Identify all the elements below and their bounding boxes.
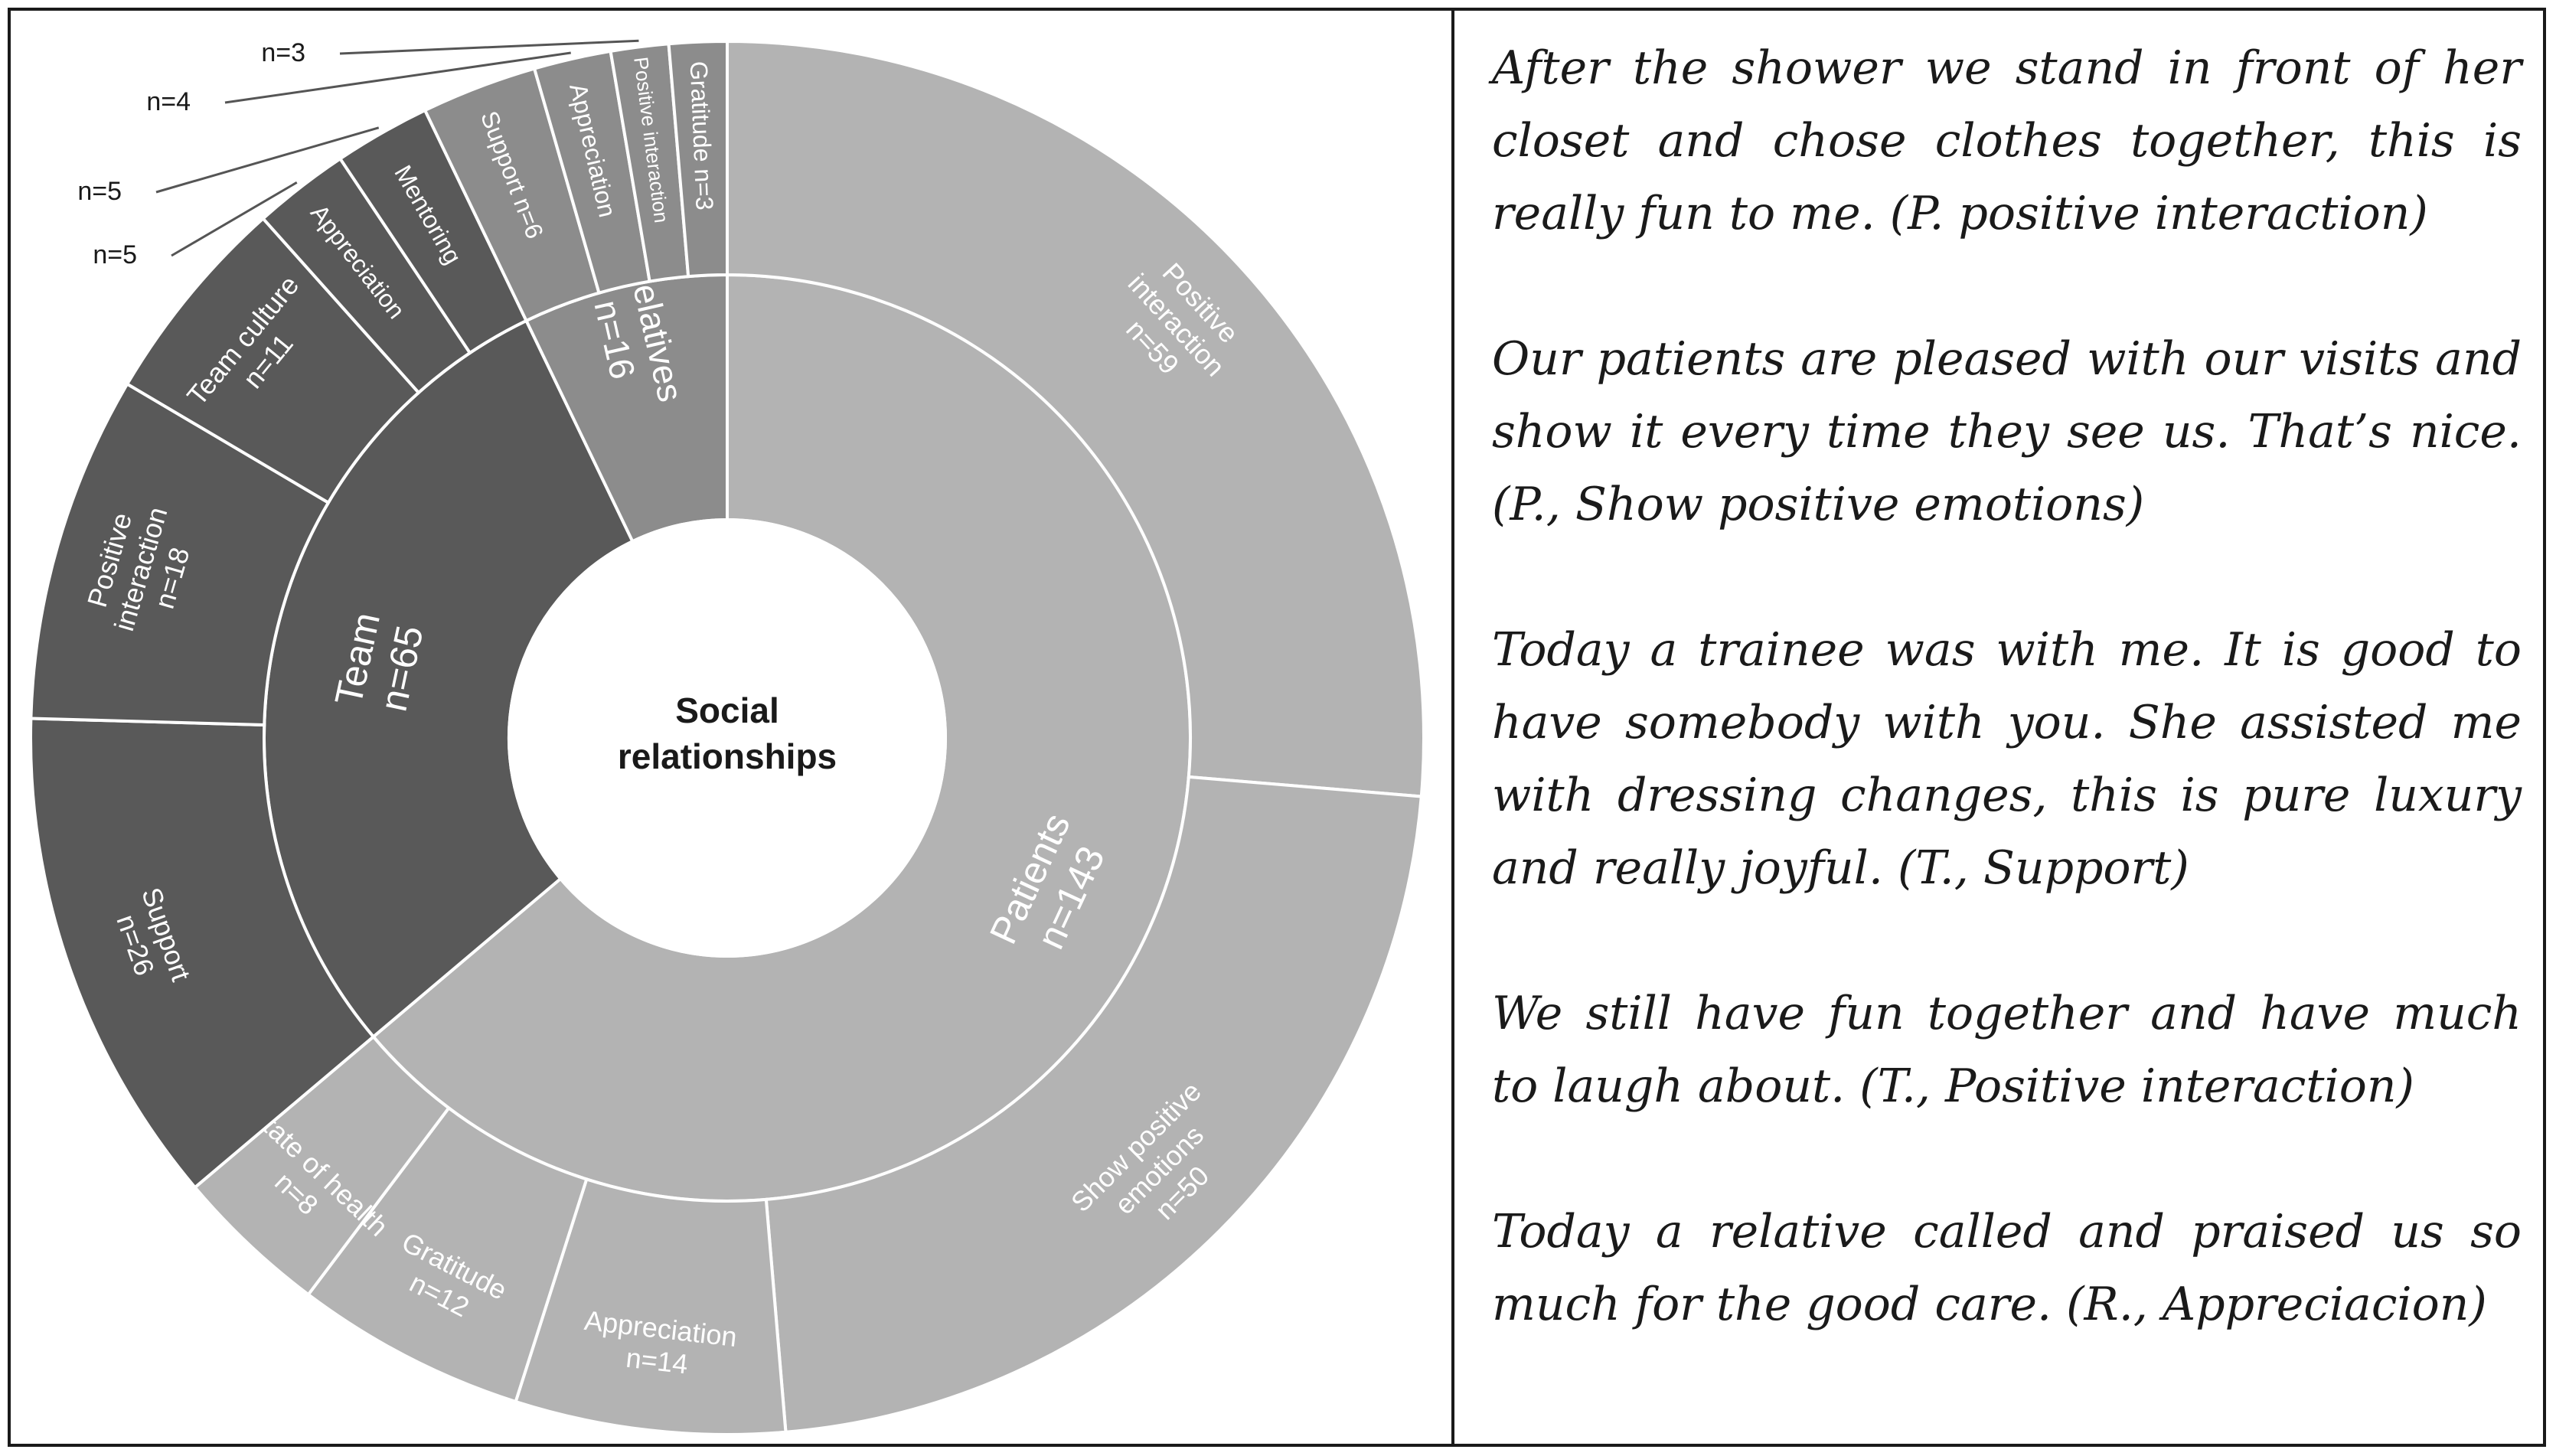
center-label-line-2: relationships (618, 736, 837, 776)
outer-label-14-line-1: Gratitude n=3 (685, 60, 719, 211)
quotes-panel: After the shower we stand in front of he… (1492, 32, 2522, 1341)
outer-segment-1 (726, 39, 1425, 798)
outer-label-14: Gratitude n=3 (685, 60, 719, 211)
center-label: Social relationships (618, 690, 837, 776)
center-label-line-1: Social (675, 690, 779, 730)
callout-label-9: n=5 (93, 240, 137, 269)
center-circle (508, 518, 947, 958)
panel-divider (1451, 11, 1454, 1444)
quote-1: After the shower we stand in front of he… (1492, 41, 2522, 240)
quote-4: We still have fun together and have much… (1492, 987, 2522, 1113)
callout-line-13 (339, 39, 639, 55)
callout-label-12: n=4 (146, 87, 191, 116)
outer-label-3-line-2: n=14 (625, 1342, 690, 1380)
callout-label-13: n=3 (261, 38, 305, 67)
callout-line-12 (224, 51, 571, 104)
callout-line-10 (155, 126, 380, 194)
quote-2: Our patients are pleased with our visits… (1492, 332, 2522, 531)
outer-segment-6 (29, 717, 376, 1190)
outer-segment-14 (667, 39, 729, 279)
callout-label-10: n=5 (77, 177, 122, 206)
quote-5: Today a relative called and praised us s… (1492, 1205, 2522, 1331)
callout-line-9 (171, 181, 298, 257)
outer-segment-2 (764, 775, 1423, 1434)
quote-3: Today a trainee was with me. It is good … (1492, 623, 2522, 895)
